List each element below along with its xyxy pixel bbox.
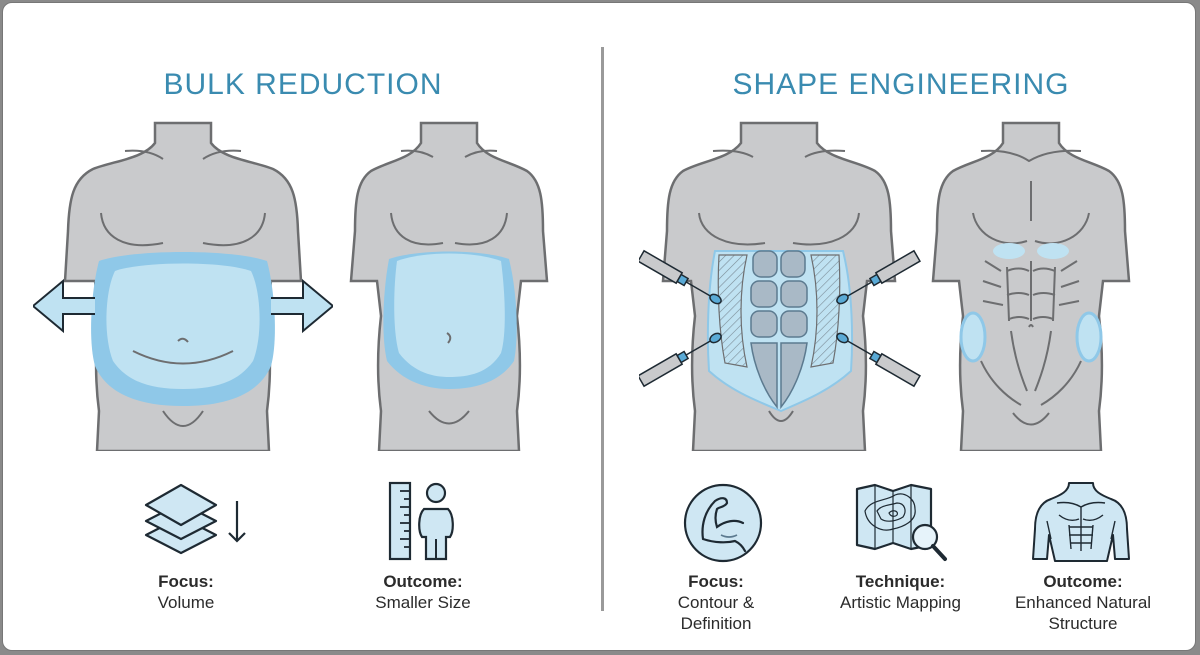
- torso-with-fat-arrows-icon: [31, 121, 335, 453]
- torso-result-figure: [931, 121, 1131, 456]
- section-divider: [601, 47, 604, 611]
- caption-shape-technique: Technique: Artistic Mapping: [840, 572, 961, 612]
- muscular-torso-icon: [1031, 481, 1131, 570]
- section-title-shape-engineering: SHAPE ENGINEERING: [732, 67, 1070, 101]
- defined-torso-icon: [931, 121, 1131, 453]
- caption-shape-outcome: Outcome: Enhanced Natural Structure: [1014, 572, 1152, 633]
- section-title-bulk-reduction: BULK REDUCTION: [163, 67, 443, 101]
- caption-shape-focus: Focus: Contour & Definition: [677, 572, 755, 633]
- torso-bulk-after-figure: [349, 121, 549, 456]
- layers-down-icon: [141, 481, 251, 566]
- torso-procedure-figure: [637, 121, 929, 456]
- torso-bulk-before-figure: [31, 121, 335, 456]
- caption-bulk-focus: Focus: Volume: [157, 572, 215, 612]
- ruler-person-icon: [386, 479, 476, 568]
- torso-smaller-fat-icon: [349, 121, 549, 453]
- flexed-arm-icon: [681, 481, 765, 570]
- caption-bulk-outcome: Outcome: Smaller Size: [375, 572, 471, 612]
- torso-mapping-cannulas-icon: [637, 121, 921, 453]
- map-magnifier-icon: [853, 481, 953, 570]
